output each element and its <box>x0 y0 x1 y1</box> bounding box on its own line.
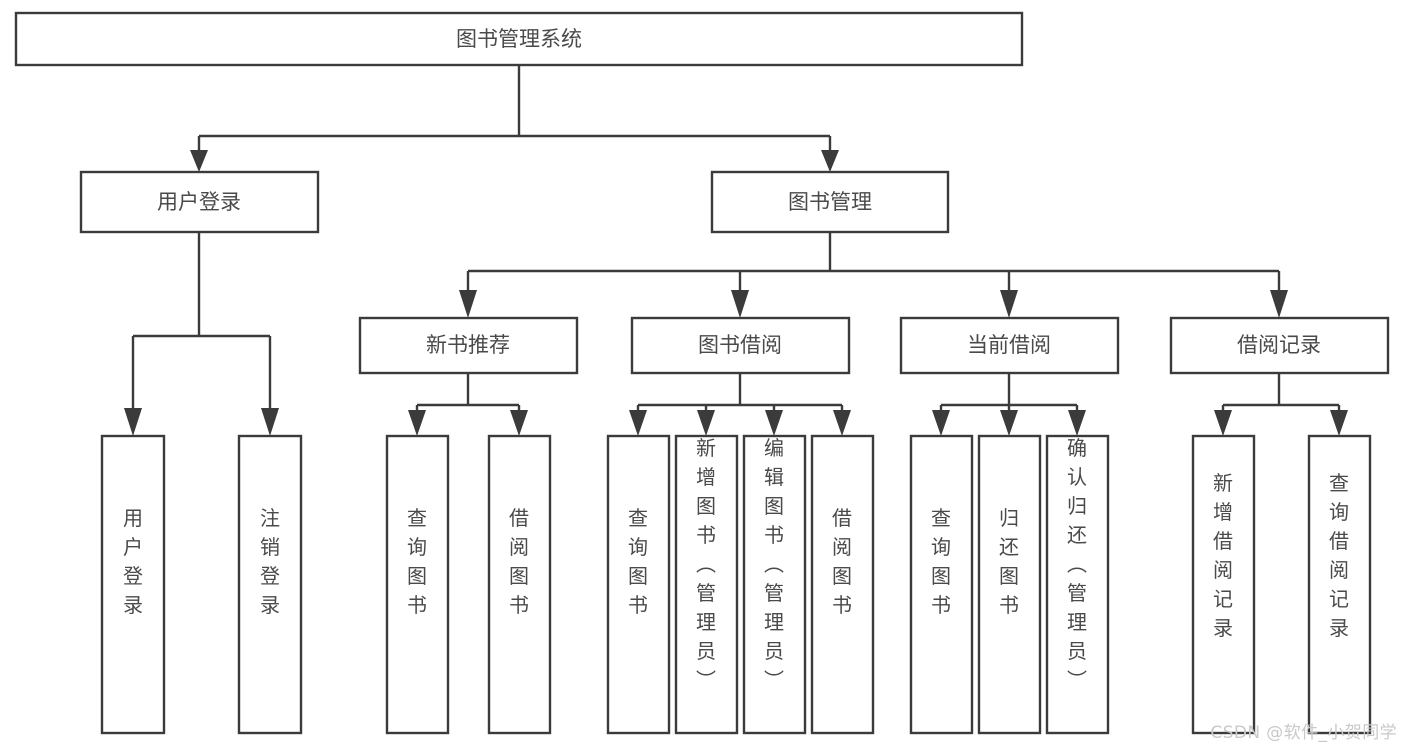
arrow-head-currentborrow-leaf-3 <box>1068 410 1086 436</box>
leaf-node-borrow-query-book-label: 查询图书 <box>628 506 648 617</box>
node-book-borrow[interactable]: 图书借阅 <box>630 316 851 375</box>
node-root-label: 图书管理系统 <box>456 27 582 51</box>
node-new-book-recommend[interactable]: 新书推荐 <box>358 316 579 375</box>
arrow-head-newbook-leaf-2 <box>510 410 528 436</box>
node-root-book-management-system[interactable]: 图书管理系统 <box>14 11 1024 67</box>
node-new-book-recommend-label: 新书推荐 <box>426 333 510 357</box>
leaf-node-add-book-admin-label: 新增图书︵管理员︶ <box>696 436 716 692</box>
arrow-head-borrowrecord-leaf-2 <box>1330 410 1348 436</box>
leaf-node-newbook-query-book[interactable]: 查询图书 <box>385 434 450 735</box>
node-book-management[interactable]: 图书管理 <box>710 170 950 234</box>
leaf-node-newbook-query-book-label: 查询图书 <box>407 506 427 617</box>
leaf-node-add-borrow-record[interactable]: 新增借阅记录 <box>1191 434 1256 735</box>
leaf-node-current-query-book-label: 查询图书 <box>931 506 951 617</box>
leaf-node-user-login-action[interactable]: 用户登录 <box>100 434 166 735</box>
arrow-head-borrowbook-leaf-3 <box>765 410 783 436</box>
leaf-node-borrow-book[interactable]: 借阅图书 <box>810 434 875 735</box>
leaf-node-add-borrow-record-label: 新增借阅记录 <box>1213 471 1233 640</box>
node-book-borrow-label: 图书借阅 <box>698 333 782 357</box>
leaf-node-return-book[interactable]: 归还图书 <box>977 434 1042 735</box>
leaf-node-query-borrow-record-label: 查询借阅记录 <box>1329 471 1349 640</box>
leaf-node-edit-book-admin-label: 编辑图书︵管理员︶ <box>764 436 784 692</box>
arrow-head-borrowbook-leaf-2 <box>697 410 715 436</box>
arrow-head-current-borrow <box>1000 290 1018 318</box>
arrow-head-newbook-leaf-1 <box>408 410 426 436</box>
leaf-node-return-book-label: 归还图书 <box>999 506 1019 617</box>
arrow-head-new-book <box>459 290 477 318</box>
leaf-node-logout-label: 注销登录 <box>260 506 280 617</box>
node-current-borrow-label: 当前借阅 <box>967 333 1051 357</box>
arrow-head-borrowbook-leaf-4 <box>833 410 851 436</box>
node-current-borrow[interactable]: 当前借阅 <box>899 316 1120 375</box>
leaf-node-newbook-borrow-book-label: 借阅图书 <box>509 506 529 617</box>
arrow-head-leaf-logout <box>261 408 279 436</box>
arrow-head-borrowbook-leaf-1 <box>629 410 647 436</box>
leaf-node-edit-book-admin[interactable]: 编辑图书︵管理员︶ <box>742 434 807 735</box>
leaf-node-newbook-borrow-book[interactable]: 借阅图书 <box>487 434 552 735</box>
leaf-node-user-login-action-label: 用户登录 <box>123 506 143 617</box>
arrow-head-borrow-book <box>731 290 749 318</box>
leaf-node-add-book-admin[interactable]: 新增图书︵管理员︶ <box>674 434 739 735</box>
arrow-head-currentborrow-leaf-1 <box>932 410 950 436</box>
leaf-node-borrow-book-label: 借阅图书 <box>832 506 852 617</box>
arrow-head-borrow-record <box>1270 290 1288 318</box>
node-borrow-record[interactable]: 借阅记录 <box>1169 316 1390 375</box>
arrow-head-borrowrecord-leaf-1 <box>1214 410 1232 436</box>
leaf-node-logout[interactable]: 注销登录 <box>237 434 303 735</box>
arrow-head-user-login <box>190 150 208 172</box>
node-borrow-record-label: 借阅记录 <box>1237 333 1321 357</box>
arrow-head-currentborrow-leaf-2 <box>1000 410 1018 436</box>
node-user-login-label: 用户登录 <box>157 190 241 214</box>
arrow-head-leaf-user-login <box>124 408 142 436</box>
leaf-node-query-borrow-record[interactable]: 查询借阅记录 <box>1307 434 1372 735</box>
leaf-node-confirm-return-admin-label: 确认归还︵管理员︶ <box>1067 436 1087 692</box>
node-user-login[interactable]: 用户登录 <box>79 170 320 234</box>
node-book-management-label: 图书管理 <box>788 190 872 214</box>
leaf-node-current-query-book[interactable]: 查询图书 <box>909 434 974 735</box>
arrow-head-book-mgmt <box>821 150 839 172</box>
leaf-node-borrow-query-book[interactable]: 查询图书 <box>606 434 671 735</box>
watermark-label: CSDN @软件_小贺同学 <box>1210 723 1397 743</box>
leaf-node-confirm-return-admin[interactable]: 确认归还︵管理员︶ <box>1045 434 1110 735</box>
connector-layer <box>124 65 1348 436</box>
